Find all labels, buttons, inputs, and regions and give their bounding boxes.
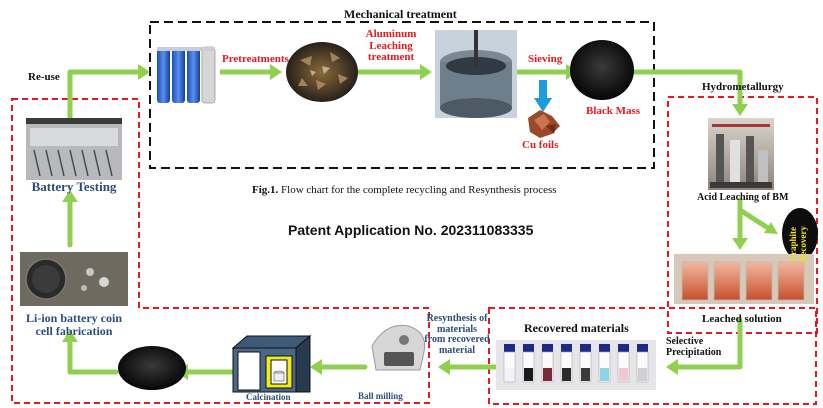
vial-body — [541, 351, 554, 383]
ball-mill-image — [371, 324, 426, 371]
selective-precipitation-label: Selective Precipitation — [666, 336, 722, 358]
recovery-box — [488, 307, 817, 405]
vial-content — [505, 368, 514, 381]
black-mass-image — [570, 40, 634, 100]
vial-cap — [618, 344, 629, 352]
coin-cell-image — [20, 252, 128, 306]
ball-milling-label: Ball milling — [358, 391, 403, 401]
sieving-label: Sieving — [528, 53, 563, 65]
vial-cap — [580, 344, 591, 352]
vial-cap — [637, 344, 648, 352]
graphite-recovery-label: Graphite Recovery — [788, 226, 808, 262]
resynthesis-label: Resynthesis of materials from recovered … — [424, 313, 490, 356]
arrow-acid-to-graphite — [737, 207, 771, 231]
vial-body — [598, 351, 611, 383]
cu-foils-image — [528, 110, 560, 138]
calcination-label: Calcination — [246, 392, 291, 402]
vial-content — [619, 368, 628, 381]
black-mass-label: Black Mass — [586, 105, 641, 117]
figure-caption: Fig.1. Flow chart for the complete recyc… — [252, 184, 557, 196]
pretreatments-label: Pretreatments — [222, 53, 289, 65]
battery-cells-image — [152, 44, 220, 104]
aluminum-leaching-label: Aluminum Leaching treatment — [365, 28, 417, 64]
leached-solution-image — [674, 254, 814, 304]
vial-body — [636, 351, 649, 383]
vial-content — [600, 368, 609, 381]
arrow-leached-to-recovered — [673, 317, 743, 370]
leached-solution-label: Leached solution — [702, 313, 782, 325]
arrow-blackmass-to-hydro — [619, 69, 743, 109]
vial-cap — [561, 344, 572, 352]
vial-body — [503, 351, 516, 383]
graphite-recovery-image — [782, 208, 818, 260]
leaching-beaker-image — [435, 30, 517, 118]
vial-cap — [504, 344, 515, 352]
vial-cap — [599, 344, 610, 352]
recovered-materials-image — [496, 340, 656, 390]
vial-cap — [523, 344, 534, 352]
vial-content — [638, 368, 647, 381]
patent-number: Patent Application No. 202311083335 — [288, 222, 534, 238]
cu-foils-label: Cu foils — [522, 139, 559, 151]
reuse-label: Re-use — [28, 71, 60, 83]
vial-body — [617, 351, 630, 383]
vial-body — [522, 351, 535, 383]
vial-content — [543, 368, 552, 381]
arrow-reuse-to-cells — [67, 69, 143, 122]
coin-cell-label: Li-ion battery coin cell fabrication — [26, 311, 122, 338]
battery-testing-image — [26, 118, 122, 180]
mechanical-treatment-box — [149, 21, 655, 169]
sieving-down-arrow — [534, 80, 552, 112]
vial-content — [524, 368, 533, 381]
vial-body — [579, 351, 592, 383]
arrow-powder-to-coincell — [67, 337, 119, 375]
battery-testing-label: Battery Testing — [31, 179, 117, 194]
acid-leaching-setup-image — [708, 118, 774, 190]
shredded-material-image — [286, 42, 358, 102]
vial-content — [581, 368, 590, 381]
resynthesized-powder-image — [118, 346, 186, 390]
recovered-materials-label: Recovered materials — [524, 321, 629, 335]
flow-arrows — [67, 69, 771, 375]
acid-leaching-label: Acid Leaching of BM — [697, 192, 789, 203]
reuse-box — [11, 98, 430, 404]
vial-content — [562, 368, 571, 381]
hydrometallurgy-label: Hydrometallurgy — [702, 81, 784, 93]
vial-cap — [542, 344, 553, 352]
vial-body — [560, 351, 573, 383]
mechanical-treatment-title: Mechanical treatment — [344, 7, 457, 21]
calcination-furnace-image — [231, 334, 312, 393]
